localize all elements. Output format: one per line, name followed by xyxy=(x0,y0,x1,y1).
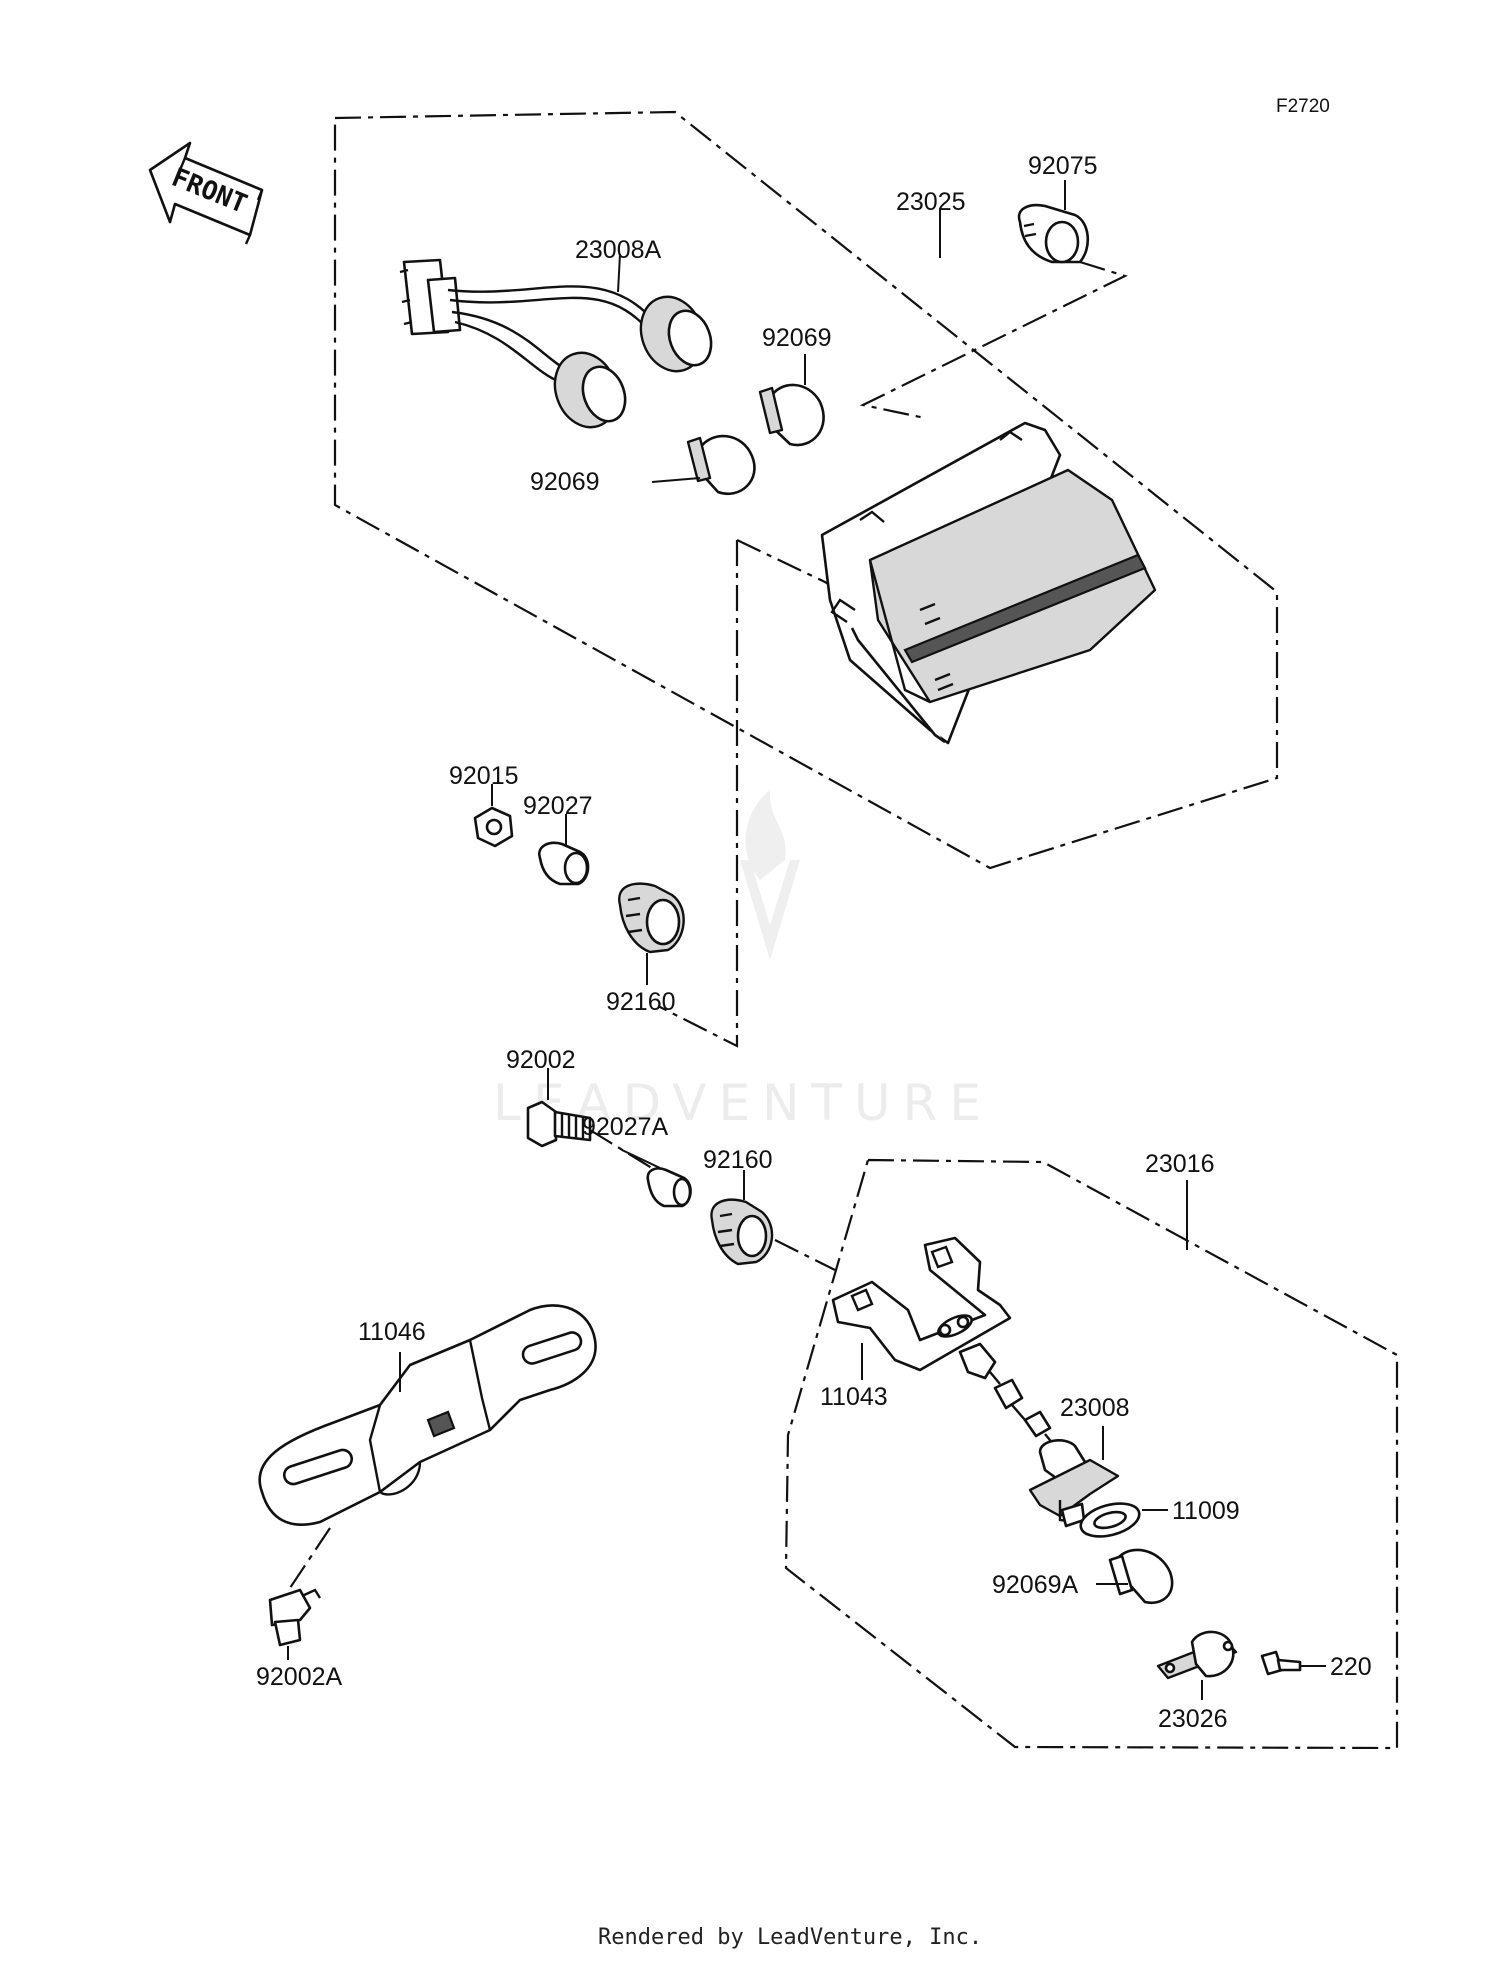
part-92069-upper-bulb xyxy=(758,383,825,447)
footer-credit: Rendered by LeadVenture, Inc. xyxy=(598,1925,982,1950)
part-92002A-bolt xyxy=(268,1588,322,1647)
dash-mount-top xyxy=(736,539,856,601)
part-92160-lower-grommet xyxy=(710,1198,774,1266)
label-11009: 11009 xyxy=(1172,1497,1240,1525)
part-92160-upper-grommet xyxy=(618,882,685,954)
part-92002-bolt xyxy=(526,1100,592,1148)
label-23016: 23016 xyxy=(1145,1150,1215,1178)
label-92069-lower: 92069 xyxy=(530,468,600,496)
label-92069-upper: 92069 xyxy=(762,324,832,352)
label-92027: 92027 xyxy=(523,792,593,820)
label-92160-upper: 92160 xyxy=(606,988,676,1016)
part-92015-nut xyxy=(473,806,514,848)
part-220-screw xyxy=(1260,1650,1302,1676)
label-23008: 23008 xyxy=(1060,1394,1130,1422)
tail-lamp-housing xyxy=(820,421,1157,745)
part-11009-gasket xyxy=(1079,1502,1141,1538)
group-outline-23016 xyxy=(784,1158,1399,1750)
part-92075-cap xyxy=(1017,203,1089,264)
label-23026: 23026 xyxy=(1158,1705,1228,1733)
label-220: 220 xyxy=(1330,1653,1372,1681)
figure-code: F2720 xyxy=(1276,96,1330,117)
part-11043-bracket xyxy=(831,1236,1012,1372)
label-23008A: 23008A xyxy=(575,236,662,264)
leader-23008A xyxy=(617,253,621,293)
label-11046: 11046 xyxy=(358,1318,426,1346)
label-92002: 92002 xyxy=(506,1046,576,1074)
part-92027-collar xyxy=(538,841,590,886)
leader-92027A xyxy=(621,1149,661,1169)
part-23008A-harness xyxy=(399,258,713,429)
part-11046-license-bracket xyxy=(258,1304,597,1526)
part-92027A-collar xyxy=(646,1167,692,1208)
part-23026-lens xyxy=(1156,1630,1238,1680)
part-23008-socket xyxy=(958,1342,1120,1528)
group-outline-23025 xyxy=(333,110,1279,870)
watermark: LEADVENTURE xyxy=(493,790,981,1132)
dash-92002 xyxy=(589,1129,656,1171)
label-92015: 92015 xyxy=(449,762,519,790)
label-11043: 11043 xyxy=(820,1383,888,1411)
label-23025: 23025 xyxy=(896,188,966,216)
front-arrow-icon: FRONT xyxy=(148,141,264,245)
dash-92075 xyxy=(859,260,1128,420)
label-92075: 92075 xyxy=(1028,152,1098,180)
dash-mount-vertical xyxy=(657,540,739,1048)
part-92069-lower-bulb xyxy=(686,434,756,495)
leader-92069-lower xyxy=(651,477,701,483)
label-92160-lower: 92160 xyxy=(703,1146,773,1174)
part-92069A-bulb xyxy=(1108,1548,1174,1605)
label-92069A: 92069A xyxy=(992,1571,1079,1599)
dash-92002A xyxy=(289,1527,331,1589)
label-92002A: 92002A xyxy=(256,1663,343,1691)
label-92027A: 92027A xyxy=(582,1113,669,1141)
dash-92160-lower xyxy=(774,1239,836,1271)
